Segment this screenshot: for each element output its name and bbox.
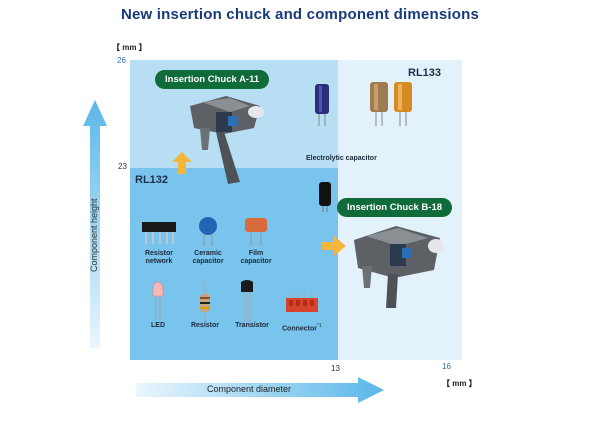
connector-icon bbox=[286, 292, 318, 312]
y-tick-26: 26 bbox=[117, 56, 126, 65]
electrolytic-capacitor-label: Electrolytic capacitor bbox=[306, 155, 377, 162]
resistor-network-label: Resistor network bbox=[144, 250, 173, 265]
led-label: LED bbox=[151, 322, 165, 329]
electrolytic-capacitor-icon bbox=[394, 82, 412, 126]
rl133-label: RL133 bbox=[408, 67, 442, 79]
film-capacitor-label: Film capacitor bbox=[240, 250, 272, 265]
transistor-label: Transistor bbox=[235, 322, 269, 329]
x-axis-label: Component diameter bbox=[207, 384, 292, 394]
resistor-label: Resistor bbox=[190, 322, 219, 329]
chuck-a11-illustration bbox=[190, 96, 264, 184]
connector-label-text: Connector bbox=[282, 325, 317, 333]
led-icon bbox=[152, 281, 164, 320]
y-tick-23: 23 bbox=[118, 162, 127, 171]
electrolytic-capacitor-icon bbox=[319, 182, 331, 212]
arrow-right-icon bbox=[322, 236, 346, 256]
ceramic-capacitor-label: Ceramic capacitor bbox=[192, 250, 224, 265]
y-axis-label: Component height bbox=[89, 198, 99, 272]
rl132-label: RL132 bbox=[135, 174, 169, 186]
chuck-b18-illustration bbox=[354, 226, 444, 308]
resistor-icon bbox=[200, 282, 210, 322]
y-axis-arrow bbox=[83, 100, 107, 348]
y-unit-label: 【 mm 】 bbox=[112, 43, 147, 52]
x-axis-arrow bbox=[136, 377, 384, 403]
transistor-icon bbox=[241, 280, 253, 322]
resistor-network-icon bbox=[142, 222, 176, 244]
x-tick-16: 16 bbox=[442, 362, 451, 371]
electrolytic-capacitor-icon bbox=[370, 82, 388, 126]
chuck-a11-badge: Insertion Chuck A-11 bbox=[155, 70, 270, 89]
arrow-up-icon bbox=[172, 152, 192, 174]
chuck-b18-badge: Insertion Chuck B-18 bbox=[337, 198, 453, 217]
connector-label: Connector*1 bbox=[282, 322, 342, 333]
electrolytic-capacitor-icon bbox=[315, 84, 329, 126]
ceramic-capacitor-icon bbox=[199, 217, 217, 246]
rl132-region bbox=[130, 168, 338, 360]
film-capacitor-icon bbox=[245, 218, 267, 246]
x-tick-13: 13 bbox=[331, 364, 340, 373]
page-title: New insertion chuck and component dimens… bbox=[120, 6, 480, 23]
connector-footnote: *1 bbox=[317, 323, 322, 329]
x-unit-label: 【 mm 】 bbox=[442, 379, 477, 388]
